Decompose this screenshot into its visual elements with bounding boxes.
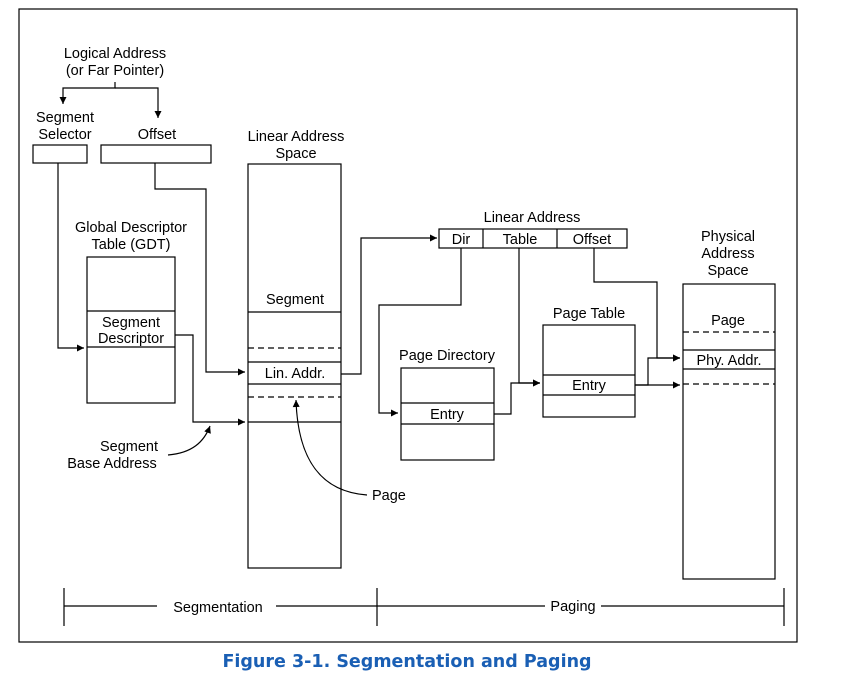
descriptor-label: Descriptor — [98, 331, 164, 347]
arrow-page-label — [292, 399, 368, 496]
linear-address-label: Linear Address — [484, 210, 581, 226]
arrow-directory-to-page-table — [494, 379, 540, 415]
figure-frame — [18, 8, 798, 643]
physical-space-label: Space — [707, 263, 748, 279]
dir-field: Dir — [452, 232, 471, 248]
linear-address-box — [438, 228, 628, 249]
arrow-entry-to-phy-addr — [635, 354, 680, 386]
arrow-selector-to-descriptor — [57, 163, 84, 352]
segment-descriptor-label: Segment — [102, 315, 160, 331]
linear-address-space-box — [247, 163, 342, 569]
space-label: Space — [275, 146, 316, 162]
page-directory-box — [400, 367, 495, 461]
arrow-to-offset — [115, 87, 162, 118]
gdt-label: Global Descriptor — [75, 220, 187, 236]
linear-address-space-label: Linear Address — [248, 129, 345, 145]
figure-caption: Figure 3-1. Segmentation and Paging — [222, 652, 591, 672]
pd-entry-label: Entry — [430, 407, 465, 423]
table-field: Table — [503, 232, 538, 248]
arrow-descriptor-to-base — [175, 334, 245, 426]
page-label: Page — [372, 488, 406, 504]
segment-selector-label: Segment — [36, 110, 94, 126]
physical-label: Physical — [701, 229, 755, 245]
page-directory-label: Page Directory — [399, 348, 496, 364]
arrow-base-label — [167, 425, 211, 456]
selector-label: Selector — [38, 127, 91, 143]
offset-field: Offset — [573, 232, 611, 248]
arrow-dir-to-directory — [378, 248, 462, 417]
arrow-table-to-page-table — [518, 248, 540, 387]
offset-box — [100, 144, 212, 164]
logical-address-label: Logical Address — [64, 46, 166, 62]
segment-label: Segment — [266, 292, 324, 308]
arrow-offset-to-lin-addr — [154, 163, 245, 376]
gdt-label-2: Table (GDT) — [92, 237, 171, 253]
segmentation-label: Segmentation — [173, 600, 262, 616]
phy-addr-label: Phy. Addr. — [696, 353, 761, 369]
phys-page-label: Page — [711, 313, 745, 329]
base-address-label: Base Address — [67, 456, 156, 472]
lin-addr-label: Lin. Addr. — [265, 366, 325, 382]
physical-address-space-box — [682, 283, 776, 580]
far-pointer-label: (or Far Pointer) — [66, 63, 164, 79]
pt-entry-label: Entry — [572, 378, 607, 394]
segment-selector-box — [32, 144, 88, 164]
arrow-lin-addr-to-linear-address — [341, 234, 437, 375]
offset-label: Offset — [138, 127, 176, 143]
segment-base-label: Segment — [100, 439, 158, 455]
paging-label: Paging — [550, 599, 595, 615]
gdt-box — [86, 256, 176, 404]
address-label: Address — [701, 246, 754, 262]
page-table-box — [542, 324, 636, 418]
arrow-to-selector — [59, 82, 116, 104]
page-table-label: Page Table — [553, 306, 625, 322]
